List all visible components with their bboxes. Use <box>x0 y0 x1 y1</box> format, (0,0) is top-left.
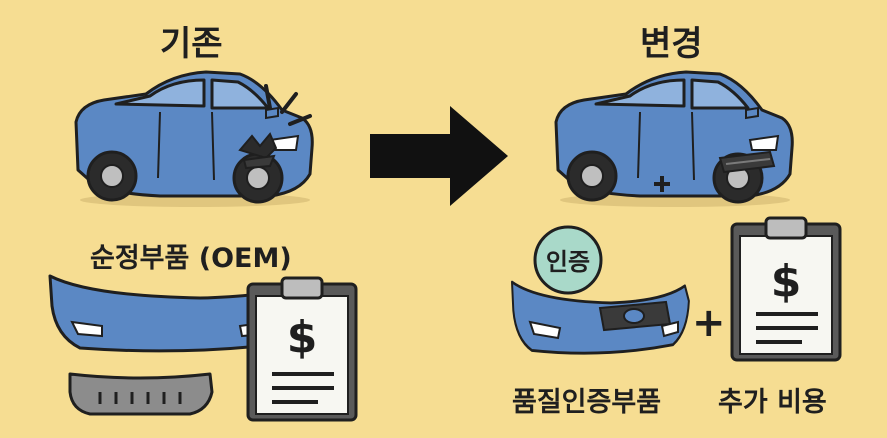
oem-under-bumper-icon <box>68 372 214 416</box>
damaged-car-icon <box>74 70 314 209</box>
certified-badge: 인증 <box>533 225 603 295</box>
receipt-icon-after: $ <box>730 216 842 362</box>
badge-text: 인증 <box>546 248 590 276</box>
repair-cross-icon <box>654 176 670 192</box>
dollar-icon: $ <box>771 256 802 307</box>
plus-sign: + <box>692 300 726 346</box>
after-title: 변경 <box>640 24 703 64</box>
dollar-icon: $ <box>287 312 318 363</box>
certified-bumper-icon <box>510 280 691 355</box>
oem-parts-label: 순정부품 (OEM) <box>90 243 292 274</box>
repaired-car-icon <box>554 70 794 209</box>
before-title: 기존 <box>160 24 223 64</box>
extra-cost-label: 추가 비용 <box>718 387 827 418</box>
certified-parts-label: 품질인증부품 <box>512 387 662 418</box>
right-arrow-icon <box>370 106 508 206</box>
receipt-icon-before: $ <box>246 276 358 422</box>
